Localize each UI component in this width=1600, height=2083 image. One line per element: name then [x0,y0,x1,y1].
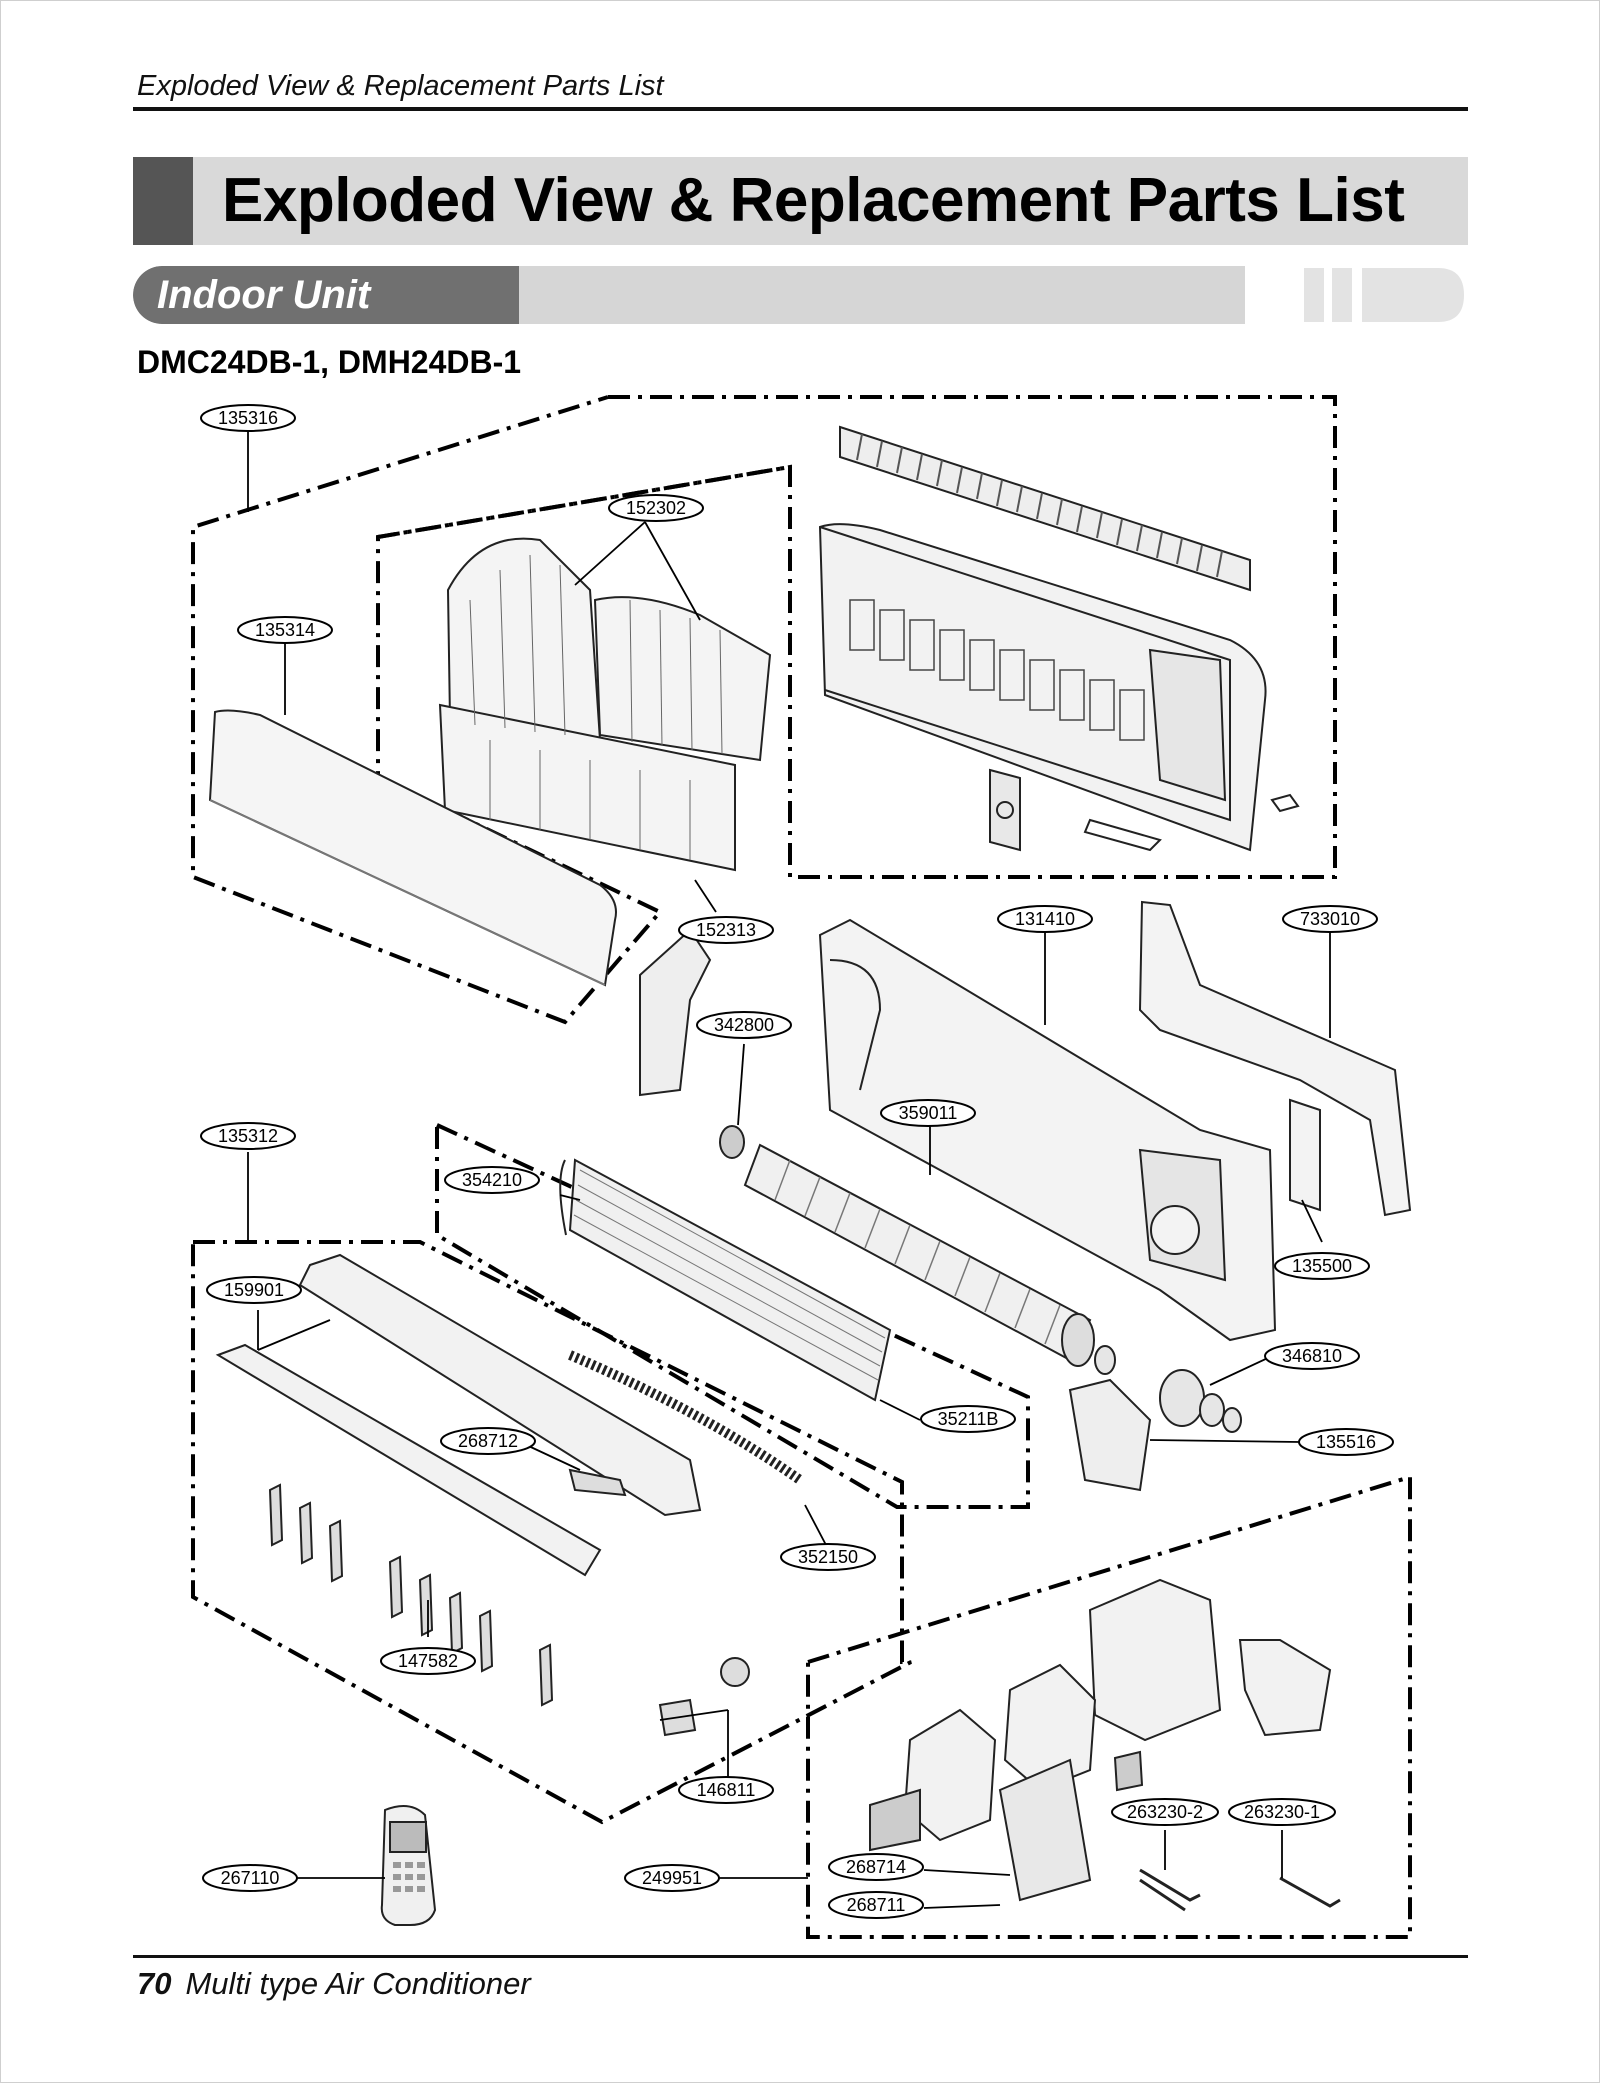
part-label-249951: 249951 [642,1868,702,1888]
control-box-group-boundary [806,1474,1412,1939]
motor-bracket-drawing [639,928,712,1097]
part-label-135316: 135316 [218,408,278,428]
callout-354210 [444,1166,540,1194]
heat-exchanger-group-boundary [435,1123,1030,1509]
callout-135312 [200,1122,296,1150]
part-label-152302: 152302 [626,498,686,518]
bearing-drawing [719,1125,745,1159]
callout-268712 [440,1427,536,1455]
callout-352150 [780,1543,876,1571]
callout-159901 [206,1276,302,1304]
fan-motor-drawing [1094,1345,1242,1433]
callout-359011 [880,1099,976,1127]
chapter-tab-mark [1304,268,1464,322]
page-footer: 70 Multi type Air Conditioner [137,1966,531,2002]
part-label-135314: 135314 [255,620,315,640]
part-label-267110: 267110 [221,1868,280,1888]
part-label-342800: 342800 [714,1015,774,1035]
motor-holder-drawing [1068,1378,1152,1492]
part-label-146811: 146811 [697,1780,756,1800]
callout-268714 [828,1853,924,1881]
callout-152313 [678,916,774,944]
part-label-135312: 135312 [218,1126,278,1146]
part-label-147582: 147582 [398,1651,458,1671]
front-panel-drawing [208,709,617,987]
chassis-group-boundary [191,1240,912,1825]
part-label-159901: 159901 [224,1280,284,1300]
cross-flow-fan-drawing [743,1143,1095,1367]
footer-rule [133,1955,1468,1958]
evaporator-drawing [559,1158,892,1402]
callout-268711 [828,1891,924,1919]
callout-147582 [380,1647,476,1675]
part-label-268714: 268714 [846,1857,906,1877]
callout-146811 [678,1776,774,1804]
filter-drawing [438,537,772,872]
part-label-35211B: 35211B [938,1409,999,1429]
part-label-263230-2: 263230-2 [1127,1802,1203,1822]
running-header: Exploded View & Replacement Parts List [137,70,664,102]
title-block [133,157,193,245]
part-label-135516: 135516 [1316,1432,1376,1452]
part-label-152313: 152313 [696,920,756,940]
part-number-labels: 135316 152302 135314 152313 131410 73301… [218,408,1376,1915]
group-boundaries [191,395,1412,1939]
part-label-268712: 268712 [458,1431,518,1451]
model-title: DMC24DB-1, DMH24DB-1 [137,344,522,380]
section-band: Indoor Unit [133,266,1245,324]
part-label-135500: 135500 [1292,1256,1352,1276]
part-label-263230-1: 263230-1 [1244,1802,1320,1822]
rear-body-drawing [818,918,1277,1342]
chassis-drawing [215,1253,702,1707]
callout-35211B [920,1405,1016,1433]
page-number: 70 [137,1966,172,2001]
section-title: Indoor Unit [157,273,371,317]
callout-135316 [200,404,296,432]
part-callouts [200,404,1394,1919]
callout-263230-2 [1111,1798,1219,1826]
part-label-346810: 346810 [1282,1346,1342,1366]
thermistor-drawing [1139,1868,1341,1912]
callout-733010 [1282,905,1378,933]
part-label-268711: 268711 [847,1895,906,1915]
part-label-352150: 352150 [798,1547,858,1567]
callout-131410 [997,905,1093,933]
filter-group-boundary [377,465,791,539]
header-rule [133,107,1468,111]
callout-267110 [202,1864,298,1892]
footer-doc-title: Multi type Air Conditioner [185,1966,531,2001]
front-panel-group-boundary [191,395,1337,1025]
part-label-131410: 131410 [1015,909,1075,929]
leader-lines [247,430,1331,1909]
page-title: Exploded View & Replacement Parts List [222,166,1405,235]
callout-135314 [237,616,333,644]
callout-263230-1 [1228,1798,1336,1826]
callout-135516 [1298,1428,1394,1456]
callout-135500 [1274,1252,1370,1280]
part-label-733010: 733010 [1300,909,1360,929]
title-band [133,157,1468,245]
drain-hose-drawing [568,1350,803,1485]
part-label-359011: 359011 [899,1103,958,1123]
callout-342800 [696,1011,792,1039]
part-label-354210: 354210 [462,1170,522,1190]
remote-control-drawing [380,1805,437,1926]
installation-plate-drawing [1138,900,1412,1217]
top-chassis-drawing [818,425,1300,852]
callout-249951 [624,1864,720,1892]
section-tab [133,266,519,324]
control-box-drawing [869,1578,1332,1902]
callout-152302 [608,494,704,522]
callout-346810 [1264,1342,1360,1370]
